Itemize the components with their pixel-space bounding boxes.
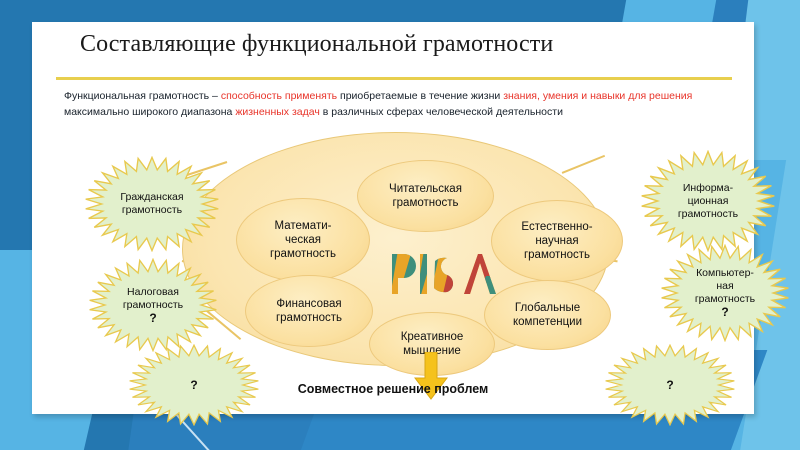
starburst-label: ? [190, 377, 198, 392]
starburst-unknown-left[interactable]: ? [128, 344, 260, 426]
title-underline-rule [56, 77, 732, 80]
definition-text: Функциональная грамотность – [64, 90, 221, 102]
starburst-question-mark: ? [149, 310, 157, 325]
starburst-question-mark: ? [190, 377, 198, 392]
definition-text: максимально широкого диапазона [64, 106, 236, 118]
starburst-label: ? [666, 377, 674, 392]
page-title: Составляющие функциональной грамотности [80, 31, 554, 57]
definition-highlight: жизненных задач [235, 106, 320, 118]
definition-text: приобретаемые в течение жизни [337, 90, 504, 102]
definition-text: в различных сферах человеческой деятельн… [319, 106, 563, 118]
definition-highlight: знания, умения и навыки для решения [503, 90, 693, 102]
starburst-shape-icon [85, 156, 219, 252]
definition-paragraph: Функциональная грамотность – способность… [64, 88, 726, 120]
bottom-caption: Совместное решение проблем [297, 382, 489, 396]
definition-highlight: способность применять [220, 90, 338, 102]
starburst-shape-icon [129, 344, 259, 426]
content-card: Составляющие функциональной грамотности … [32, 22, 789, 426]
starburst-question-mark: ? [666, 377, 674, 392]
starburst-shape-icon [89, 258, 217, 352]
down-arrow-icon [414, 352, 448, 400]
starburst-question-mark: ? [721, 305, 729, 319]
starburst-unknown-right[interactable]: ? [604, 344, 736, 426]
connector-info [561, 154, 605, 174]
pisa-logo [392, 254, 496, 294]
starburst-shape-icon [605, 344, 735, 426]
starburst-shape-icon [661, 244, 789, 342]
starburst-shape-icon [641, 150, 775, 252]
